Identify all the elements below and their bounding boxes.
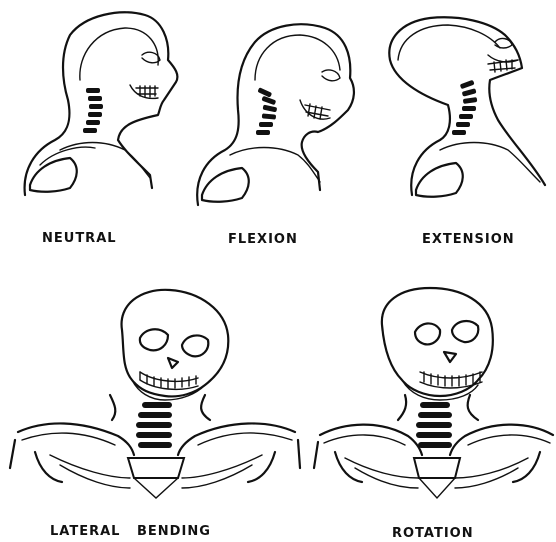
label-extension: EXTENSION bbox=[422, 232, 515, 247]
lateral-bending-illustration bbox=[10, 290, 300, 498]
extension-illustration bbox=[389, 17, 545, 196]
neutral-illustration bbox=[25, 12, 178, 195]
flexion-illustration bbox=[197, 24, 354, 205]
label-rotation: ROTATION bbox=[392, 526, 474, 541]
rotation-illustration bbox=[314, 288, 553, 498]
label-lateral-bending: LATERAL BENDING bbox=[50, 524, 211, 539]
label-flexion: FLEXION bbox=[228, 232, 298, 247]
label-neutral: NEUTRAL bbox=[42, 231, 117, 246]
